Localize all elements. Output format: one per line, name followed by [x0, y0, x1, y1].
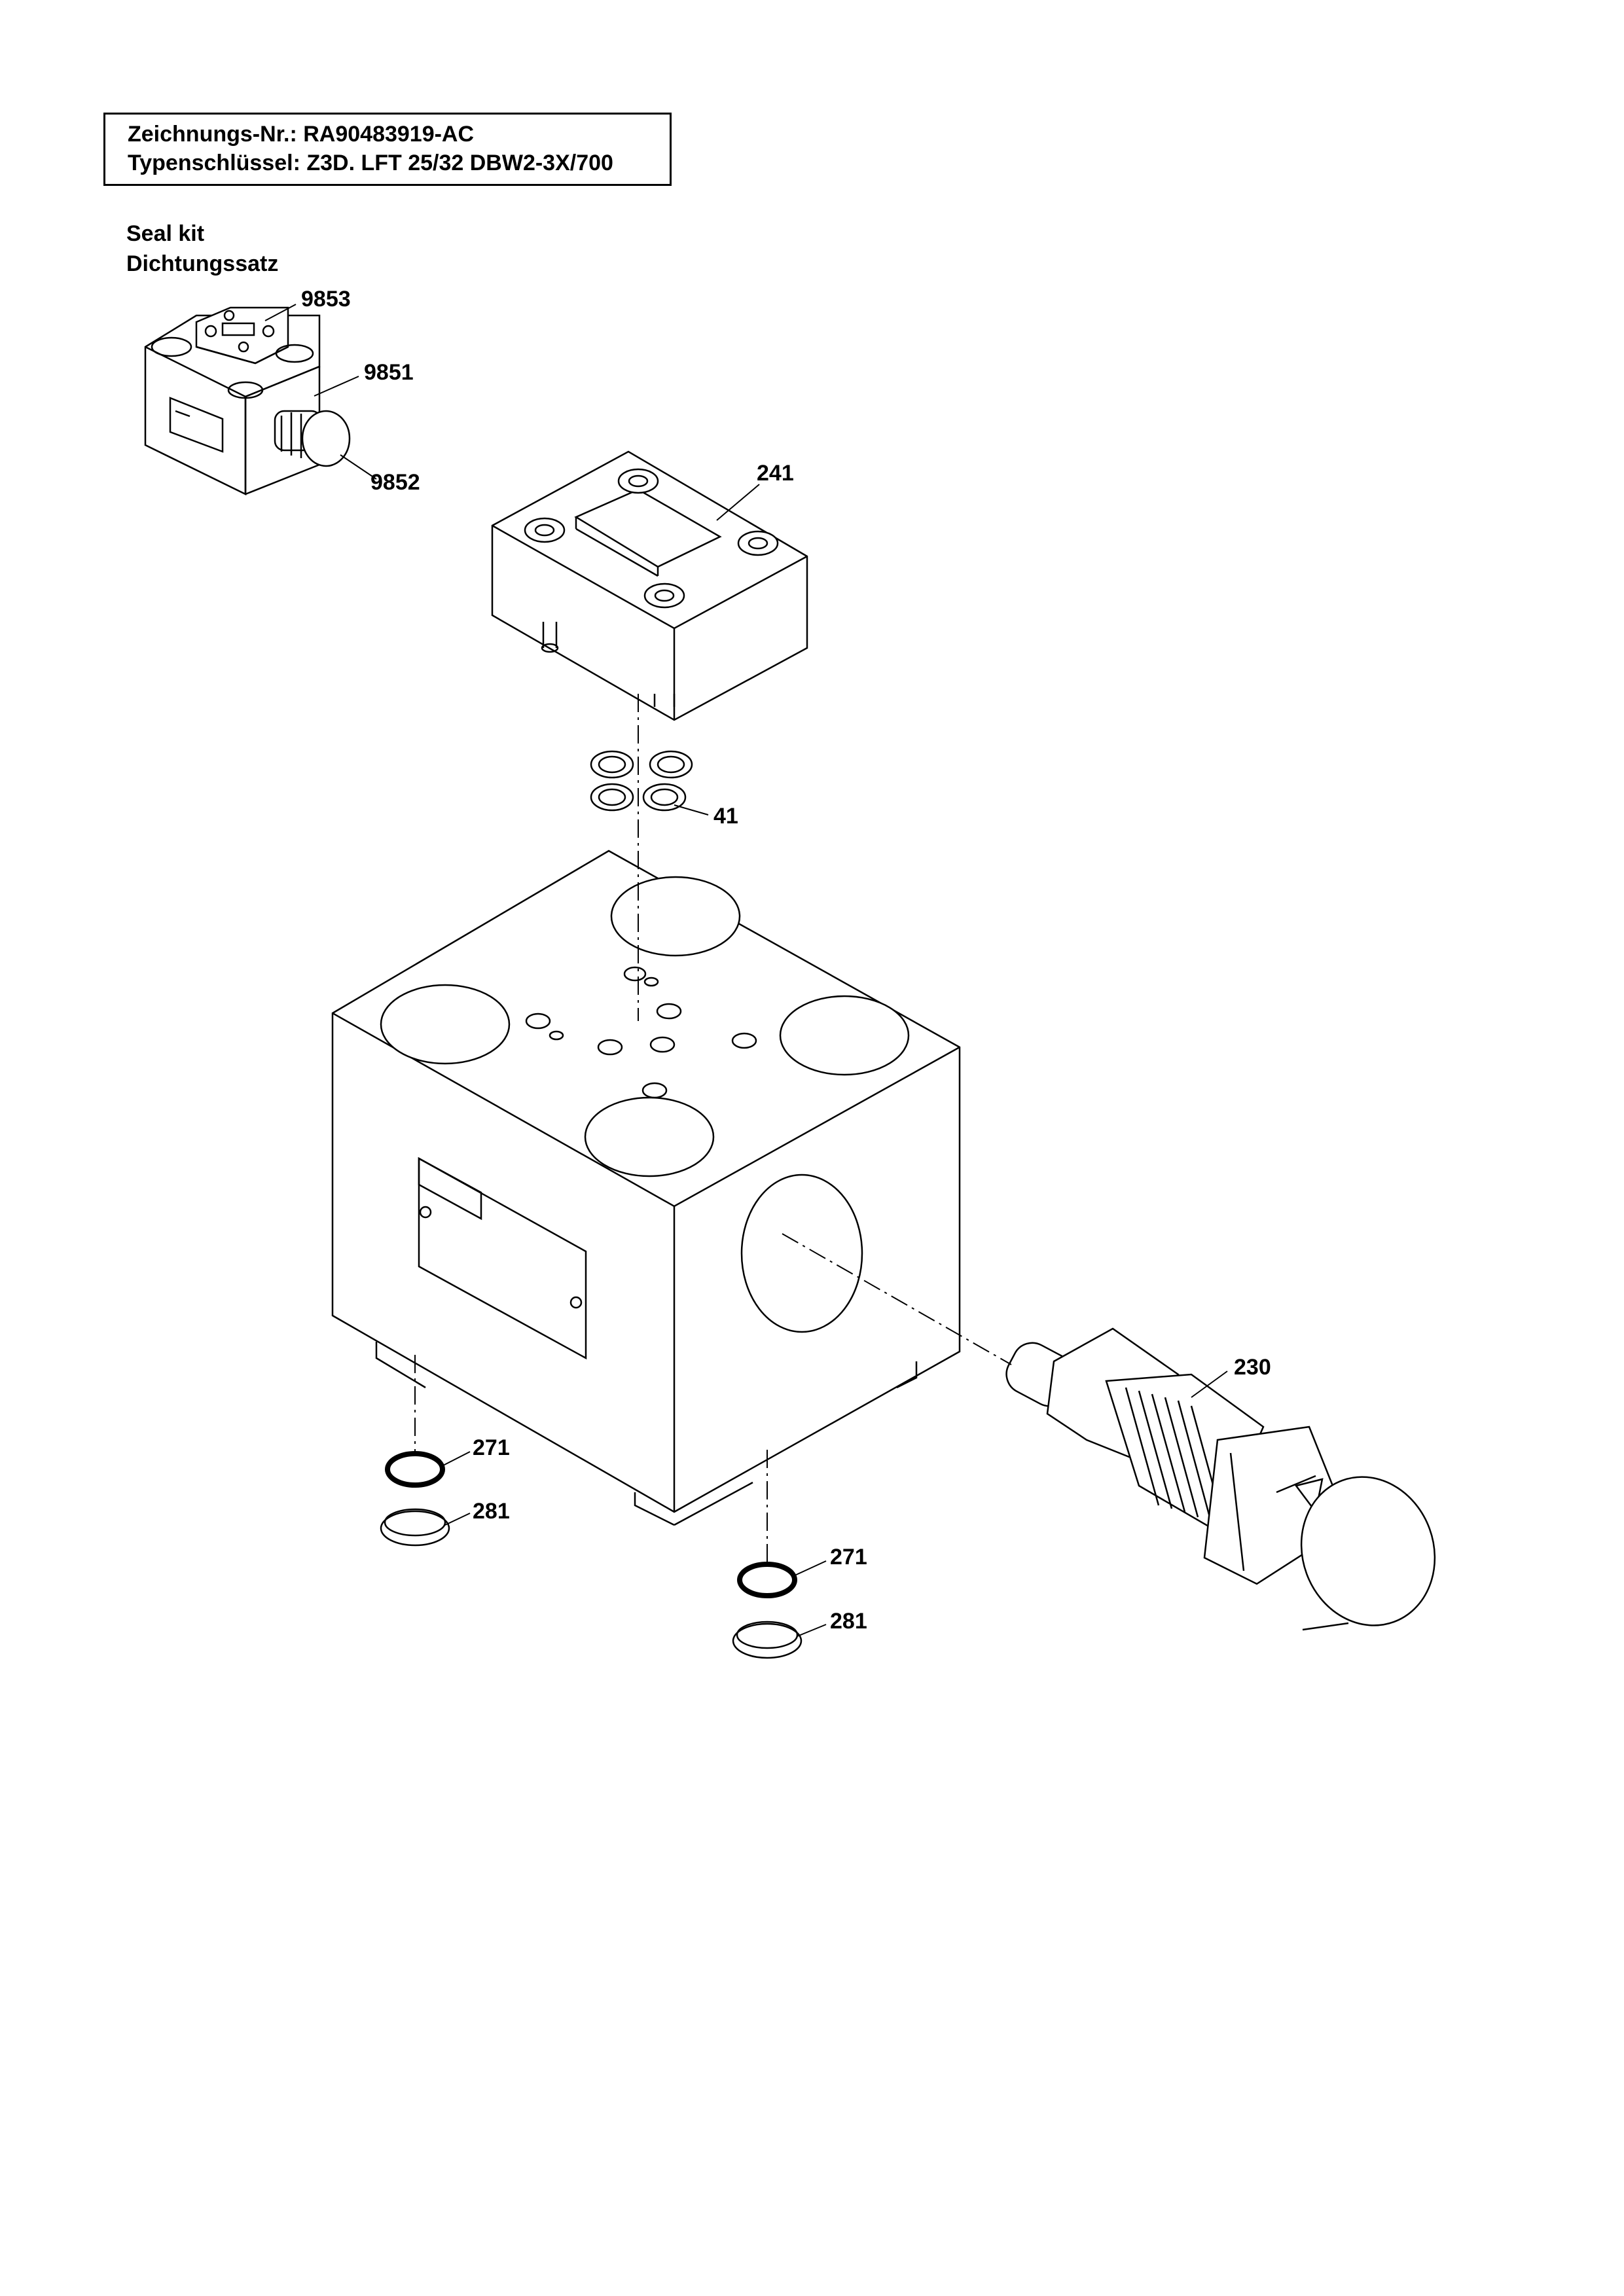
- part-label-9853: 9853: [301, 287, 351, 312]
- leader-lines: [264, 304, 1228, 1637]
- seal-kit-title-de: Dichtungssatz: [126, 251, 279, 276]
- center-lines: [414, 694, 1012, 1566]
- o-ring-271-left: [385, 1451, 445, 1488]
- drawing-number: Zeichnungs-Nr.: RA90483919-AC: [128, 122, 475, 147]
- o-ring-271-right: [737, 1562, 797, 1598]
- cartridge-valve-230: [1005, 1327, 1436, 1631]
- backup-ring-281-left: [380, 1508, 450, 1547]
- part-label-271-right: 271: [830, 1545, 867, 1570]
- main-block: [331, 850, 961, 1526]
- part-label-9852: 9852: [370, 470, 420, 495]
- part-label-41: 41: [713, 804, 738, 829]
- part-label-9851: 9851: [364, 360, 414, 385]
- part-label-241: 241: [757, 461, 794, 486]
- part-label-230: 230: [1234, 1355, 1271, 1380]
- seal-kit-heading: Seal kit Dichtungssatz: [126, 219, 278, 279]
- seal-kit-title-en: Seal kit: [126, 221, 205, 246]
- seal-rings-41: [590, 750, 693, 812]
- backup-ring-281-right: [732, 1621, 803, 1659]
- cover-plate-241: [491, 450, 808, 721]
- title-block: Zeichnungs-Nr.: RA90483919-AC Typenschlü…: [103, 113, 672, 186]
- part-label-271-left: 271: [473, 1435, 510, 1460]
- type-key: Typenschlüssel: Z3D. LFT 25/32 DBW2-3X/7…: [128, 151, 613, 175]
- seal-kit-illustration: [144, 306, 351, 496]
- part-label-281-left: 281: [473, 1499, 510, 1524]
- part-label-281-right: 281: [830, 1609, 867, 1634]
